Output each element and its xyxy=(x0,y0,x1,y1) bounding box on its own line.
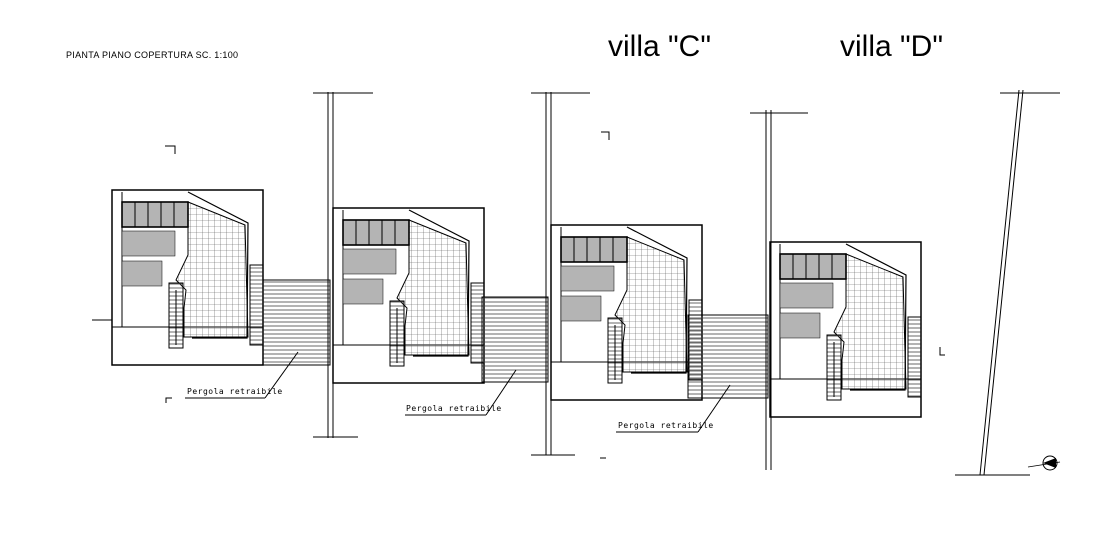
villa-unit-d xyxy=(769,241,922,418)
pergola-label: Pergola retraibile xyxy=(187,387,283,396)
villa-d-label: villa "D" xyxy=(840,30,943,63)
section-lines xyxy=(92,89,1060,476)
pergola-label: Pergola retraibile xyxy=(406,404,502,413)
villa-unit-a xyxy=(111,189,264,366)
pergolas xyxy=(185,279,769,433)
drawing-title: PIANTA PIANO COPERTURA SC. 1:100 xyxy=(66,50,239,60)
villa-unit-b xyxy=(332,207,485,384)
north-arrow-icon xyxy=(1027,455,1061,471)
villa-unit-c xyxy=(550,224,703,401)
villa-c-label: villa "C" xyxy=(608,30,711,63)
pergola-label: Pergola retraibile xyxy=(618,421,714,430)
